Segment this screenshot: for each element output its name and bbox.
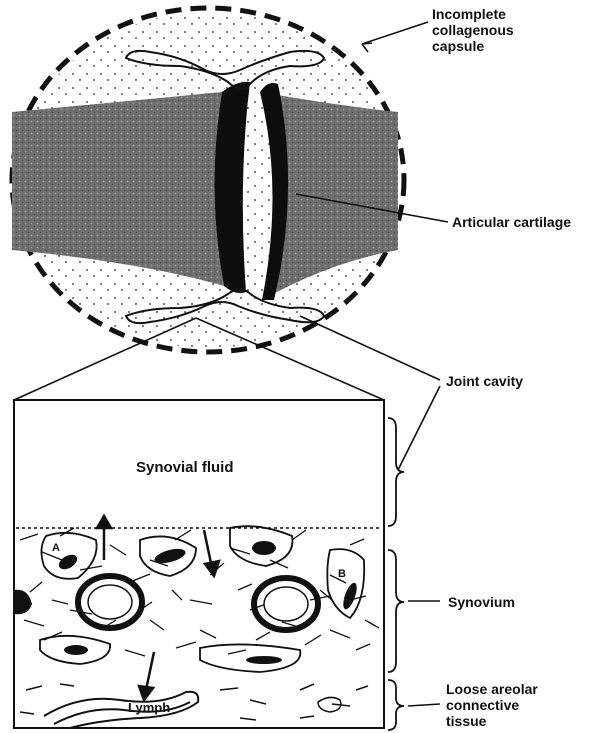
areolar-label: Loose areolar connective tissue <box>446 681 538 729</box>
cartilage-label-text: Articular cartilage <box>452 214 571 230</box>
bracket-synovium <box>388 550 404 672</box>
lymph-label: Lymph <box>128 700 170 716</box>
capsule-label-line2: collagenous <box>432 22 514 38</box>
cavity-label: Joint cavity <box>446 373 523 389</box>
cell-a-text: A <box>52 540 60 556</box>
synovium-label: Synovium <box>448 594 515 610</box>
synovial-fluid-text: Synovial fluid <box>136 460 234 476</box>
synovial-fluid-label: Synovial fluid <box>136 460 234 476</box>
leader-capsule <box>362 22 428 44</box>
leader-cavity-2 <box>398 386 440 470</box>
leader-cavity-1 <box>300 316 440 380</box>
capsule-label-line3: capsule <box>432 38 514 54</box>
capsule-label-line1: Incomplete <box>432 6 514 22</box>
cavity-label-text: Joint cavity <box>446 373 523 389</box>
cell-b-text: B <box>338 566 346 582</box>
areolar-label-line3: tissue <box>446 713 538 729</box>
cartilage-label: Articular cartilage <box>452 214 571 230</box>
areolar-label-line2: connective <box>446 697 538 713</box>
bracket-fluid <box>388 418 404 526</box>
brackets <box>388 418 404 730</box>
leader-areolar <box>408 704 440 706</box>
cell-b-label: B <box>338 566 346 582</box>
synovium-label-text: Synovium <box>448 594 515 610</box>
capsule-label: Incomplete collagenous capsule <box>432 6 514 54</box>
cell-a-label: A <box>52 540 60 556</box>
lymph-label-text: Lymph <box>128 700 170 716</box>
bracket-areolar <box>388 680 404 730</box>
areolar-label-line1: Loose areolar <box>446 681 538 697</box>
